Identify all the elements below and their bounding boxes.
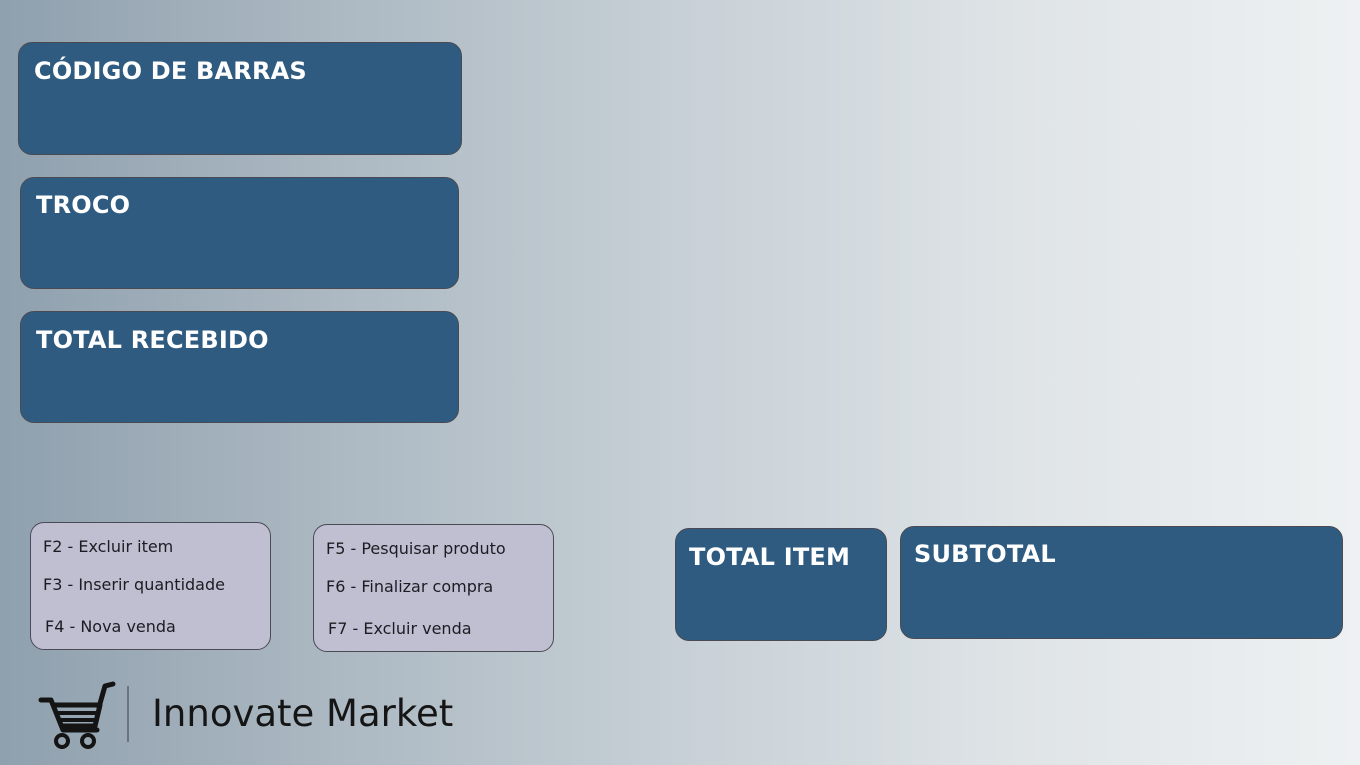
total-item-label: TOTAL ITEM: [689, 543, 851, 571]
barcode-field[interactable]: CÓDIGO DE BARRAS: [18, 42, 462, 155]
shortcut-cancel-sale: F7 - Excluir venda: [328, 619, 472, 638]
brand-name: Innovate Market: [152, 692, 454, 735]
shortcut-finish-purchase: F6 - Finalizar compra: [326, 577, 494, 596]
change-label: TROCO: [36, 191, 131, 219]
total-received-label: TOTAL RECEBIDO: [36, 326, 269, 354]
subtotal-label: SUBTOTAL: [914, 540, 1056, 568]
total-received-field[interactable]: TOTAL RECEBIDO: [20, 311, 459, 423]
shortcuts-panel-right: F5 - Pesquisar produto F6 - Finalizar co…: [313, 524, 554, 652]
shortcut-delete-item: F2 - Excluir item: [43, 537, 174, 556]
brand-divider: [127, 686, 129, 742]
brand: Innovate Market: [38, 680, 498, 752]
change-field[interactable]: TROCO: [20, 177, 459, 289]
subtotal-field[interactable]: SUBTOTAL: [900, 526, 1343, 639]
barcode-label: CÓDIGO DE BARRAS: [34, 57, 307, 85]
shortcut-new-sale: F4 - Nova venda: [45, 617, 176, 636]
shortcut-search-product: F5 - Pesquisar produto: [326, 539, 506, 558]
shortcut-insert-quantity: F3 - Inserir quantidade: [43, 575, 225, 594]
shopping-cart-icon: [38, 681, 116, 749]
shortcuts-panel-left: F2 - Excluir item F3 - Inserir quantidad…: [30, 522, 271, 650]
total-item-field[interactable]: TOTAL ITEM: [675, 528, 887, 641]
